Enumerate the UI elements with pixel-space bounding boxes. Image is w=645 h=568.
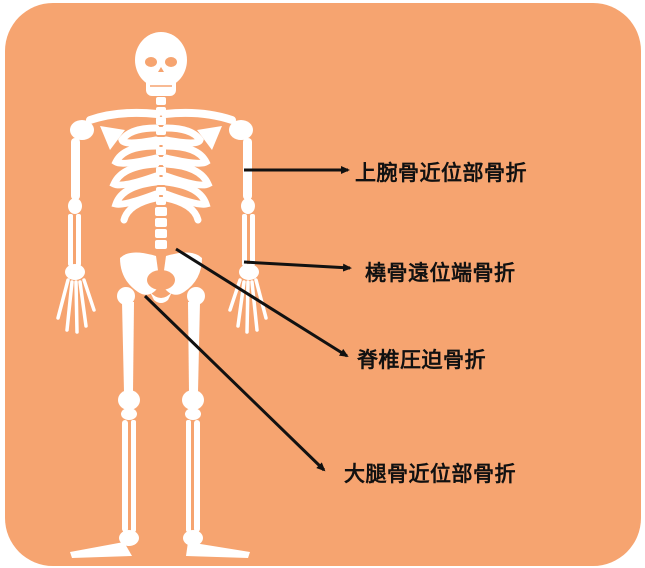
label-humerus-fracture: 上腕骨近位部骨折 bbox=[355, 157, 527, 187]
label-femur-fracture: 大腿骨近位部骨折 bbox=[344, 458, 516, 488]
left-leg bbox=[70, 287, 140, 558]
arrow-icon bbox=[145, 296, 324, 470]
left-arm bbox=[65, 138, 85, 280]
arrow-icon bbox=[244, 262, 350, 268]
label-spine-fracture: 脊椎圧迫骨折 bbox=[357, 344, 486, 374]
skeleton-illustration bbox=[58, 32, 266, 558]
label-radius-fracture: 橈骨遠位端骨折 bbox=[365, 257, 516, 287]
skull bbox=[135, 32, 187, 96]
right-arm bbox=[239, 138, 259, 280]
left-hand bbox=[58, 280, 94, 332]
right-leg bbox=[182, 287, 250, 558]
